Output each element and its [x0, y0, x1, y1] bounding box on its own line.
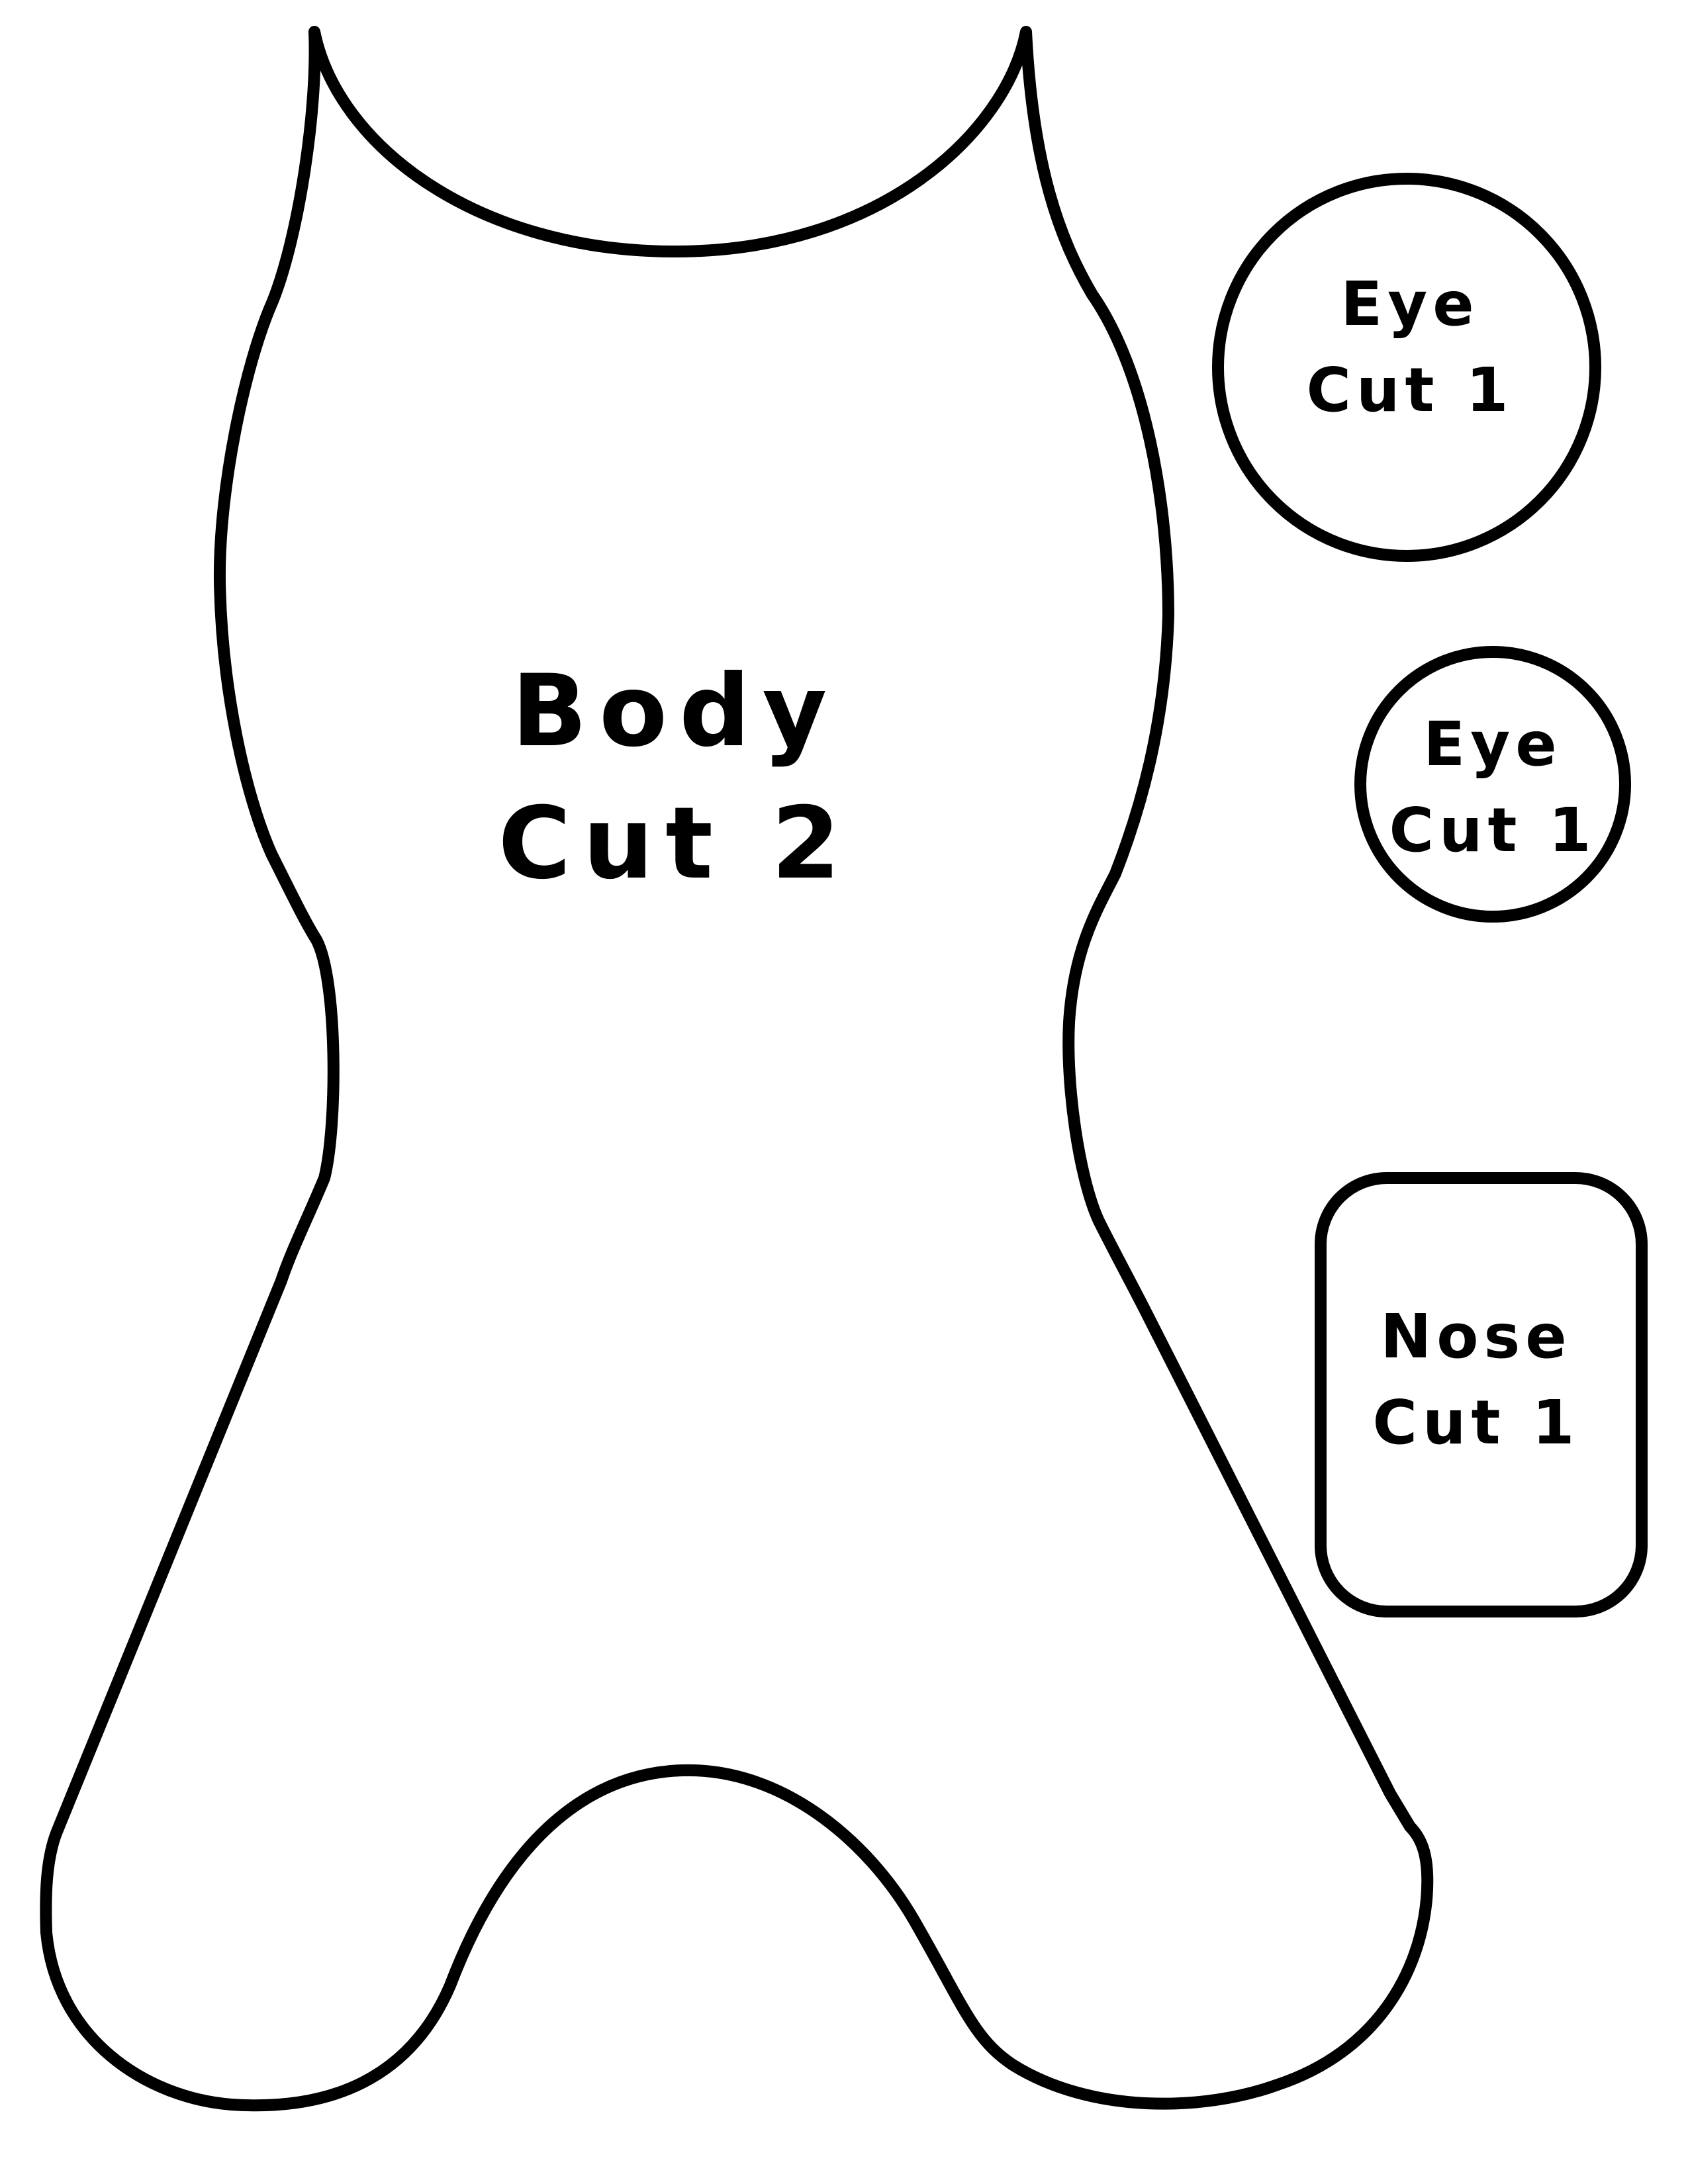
- eye-large-outline: [1212, 173, 1601, 562]
- eye-small-outline: [1354, 646, 1631, 923]
- nose-label: Nose Cut 1: [1311, 1294, 1642, 1466]
- body-piece-name: Body: [511, 654, 839, 769]
- eye-large-label: Eye Cut 1: [1244, 261, 1575, 433]
- eye-small-label: Eye Cut 1: [1331, 702, 1655, 874]
- eye-large-cut: Cut 1: [1306, 355, 1514, 426]
- eye-small-cut: Cut 1: [1389, 795, 1597, 866]
- eye-small-name: Eye: [1423, 709, 1562, 780]
- nose-name: Nose: [1380, 1301, 1572, 1372]
- nose-outline: [1315, 1172, 1648, 1617]
- body-piece-cut: Cut 2: [498, 786, 853, 901]
- eye-large-name: Eye: [1340, 269, 1479, 340]
- body-piece-outline: [40, 26, 1434, 2112]
- nose-cut: Cut 1: [1372, 1387, 1580, 1458]
- body-piece-label: Body Cut 2: [437, 645, 914, 910]
